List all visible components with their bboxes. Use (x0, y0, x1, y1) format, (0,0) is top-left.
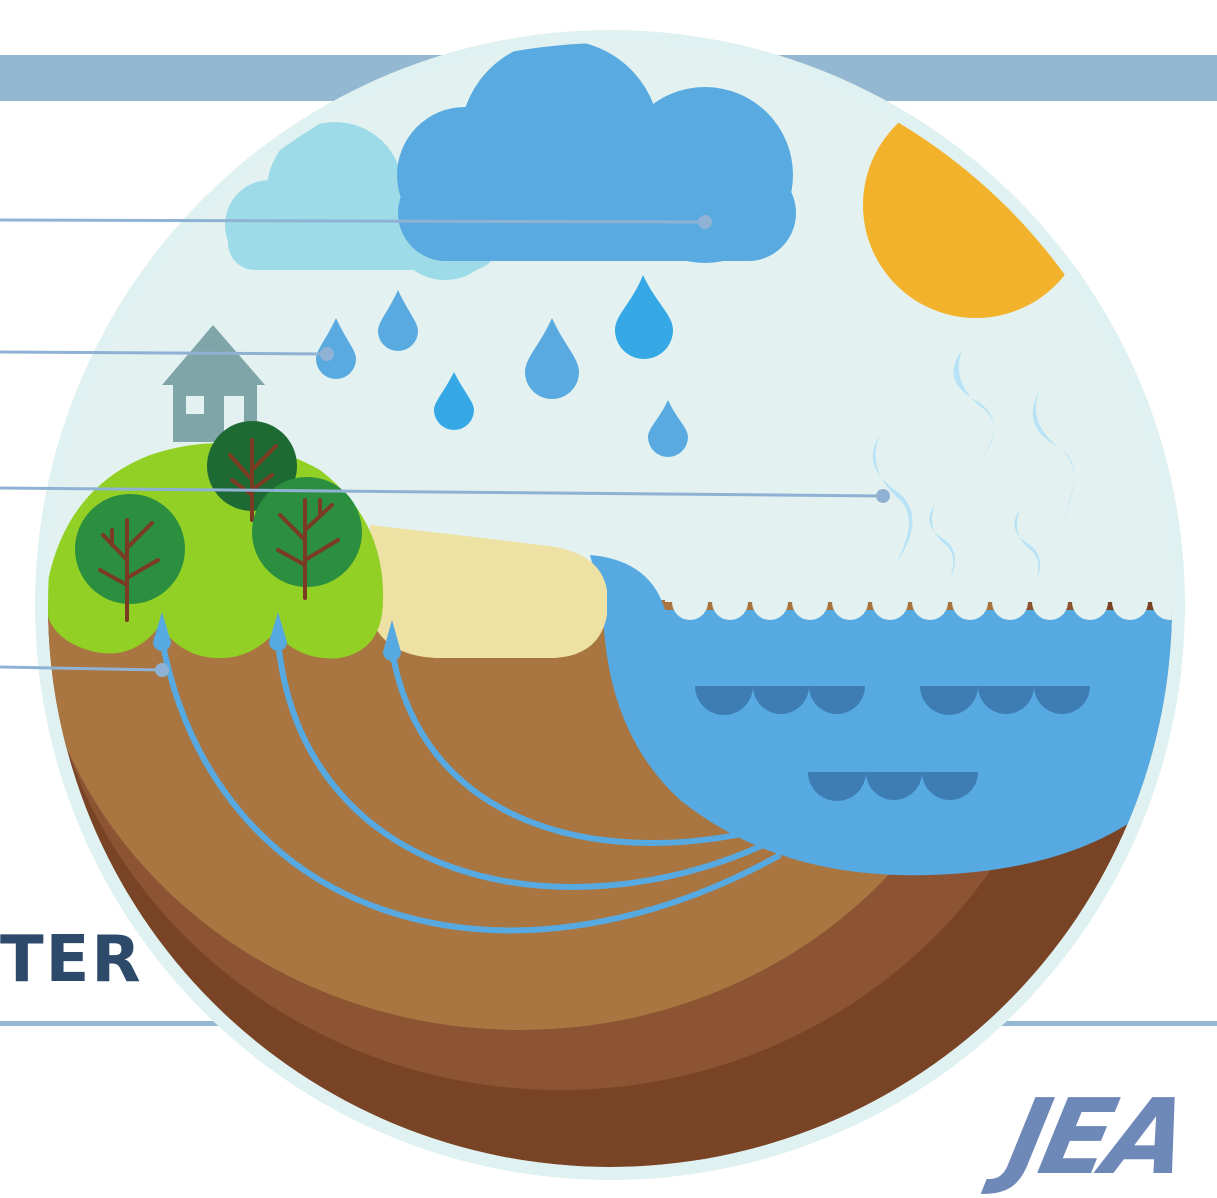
cloud-dark (397, 43, 796, 263)
rain-drops (316, 275, 688, 457)
sea-waves (695, 686, 1090, 801)
tree-right (252, 477, 362, 600)
beach-sand (370, 525, 607, 658)
tree-left (75, 494, 185, 622)
infiltration-drops (153, 612, 401, 661)
pointer-infiltration (0, 665, 163, 672)
pointer-evaporation-dot (876, 489, 890, 503)
evaporation-steam (872, 350, 1074, 595)
jea-logo: JEA (997, 1076, 1196, 1198)
house (162, 325, 265, 442)
sea (590, 555, 1172, 876)
sun (863, 92, 1089, 318)
pointer-condensation (0, 218, 706, 224)
pointer-infiltration-dot (155, 663, 169, 677)
pointer-precipitation (0, 350, 328, 356)
heading-fragment: TER (0, 923, 143, 997)
pointer-precipitation-dot (320, 347, 334, 361)
pointer-evaporation (0, 486, 884, 498)
pointer-condensation-dot (698, 215, 712, 229)
groundwater-flow (159, 639, 782, 934)
pointer-lines (0, 215, 890, 677)
